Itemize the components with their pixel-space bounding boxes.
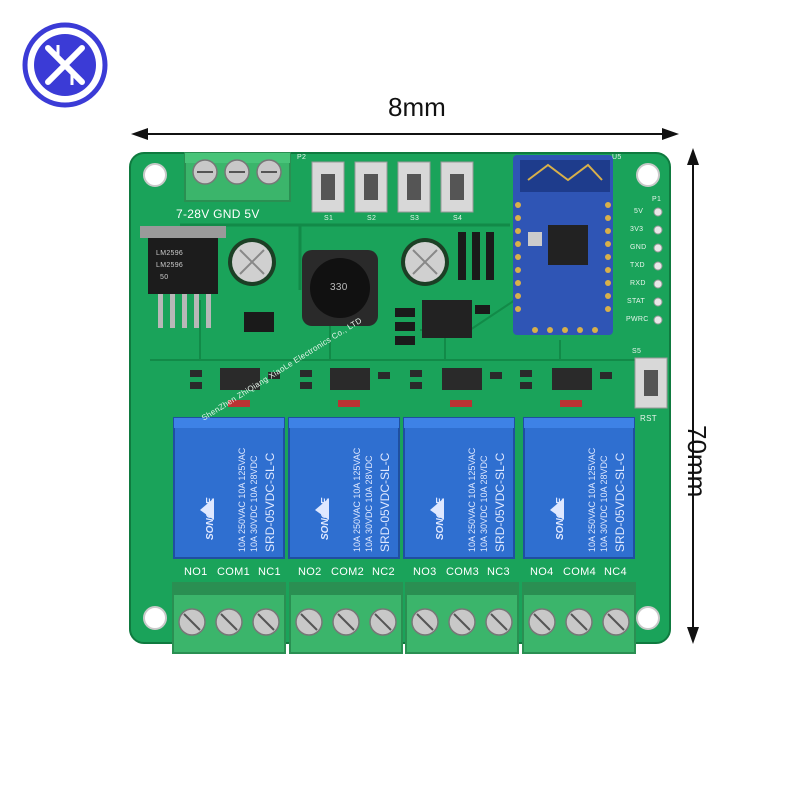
pin-label-3v3: 3V3 bbox=[630, 226, 644, 233]
switch-ref-1: S1 bbox=[324, 215, 334, 222]
relay-1 bbox=[173, 417, 285, 559]
relay-2 bbox=[288, 417, 400, 559]
pin-label-txd: TXD bbox=[630, 262, 645, 269]
relay-1-model: SRD-05VDC-SL-C bbox=[263, 452, 277, 552]
regulator-marking-2: LM2596 bbox=[156, 262, 184, 269]
switch-ref-4: S4 bbox=[453, 215, 463, 222]
store-logo bbox=[22, 22, 108, 108]
pin-label-pwrc: PWRC bbox=[626, 316, 649, 323]
relay-3-model: SRD-05VDC-SL-C bbox=[493, 452, 507, 552]
relay-3-rating1: 10A 250VAC 10A 125VAC bbox=[467, 447, 477, 552]
pin-header-ref: P1 bbox=[652, 196, 662, 203]
power-terminal-label: 7-28V GND 5V bbox=[176, 207, 260, 221]
pin-header bbox=[653, 207, 663, 325]
relay-driver-components bbox=[190, 368, 612, 407]
regulator-marking-3: 50 bbox=[160, 274, 169, 281]
pin-label-5v: 5V bbox=[634, 208, 644, 215]
power-terminal-block bbox=[184, 152, 291, 202]
relay-2-model: SRD-05VDC-SL-C bbox=[378, 452, 392, 552]
inductor bbox=[302, 250, 378, 326]
relay-1-brand: SONGLE bbox=[205, 497, 216, 540]
height-dimension-arrow bbox=[687, 148, 699, 644]
module-ref: U5 bbox=[612, 154, 622, 161]
pin-label-gnd: GND bbox=[630, 244, 647, 251]
smd-components bbox=[244, 232, 494, 345]
relay-3-brand: SONGLE bbox=[435, 497, 446, 540]
relay-4-model: SRD-05VDC-SL-C bbox=[613, 452, 627, 552]
terminal-label-com3: COM3 bbox=[446, 566, 479, 578]
relay-2-rating2: 10A 30VDC 10A 28VDC bbox=[364, 455, 374, 552]
power-header-ref: P2 bbox=[297, 154, 307, 161]
terminal-label-no1: NO1 bbox=[184, 566, 208, 578]
relays bbox=[173, 417, 635, 559]
relay-4 bbox=[523, 417, 635, 559]
relay-3-rating2: 10A 30VDC 10A 28VDC bbox=[479, 455, 489, 552]
relay-2-brand: SONGLE bbox=[320, 497, 331, 540]
inductor-marking: 330 bbox=[330, 282, 348, 293]
tactile-switches bbox=[311, 161, 474, 213]
relay-4-brand: SONGLE bbox=[555, 497, 566, 540]
height-label: 70mm bbox=[682, 425, 712, 498]
terminal-label-com4: COM4 bbox=[563, 566, 596, 578]
terminal-label-nc1: NC1 bbox=[258, 566, 281, 578]
terminal-label-nc2: NC2 bbox=[372, 566, 395, 578]
pin-label-stat: STAT bbox=[627, 298, 646, 305]
terminal-label-com2: COM2 bbox=[331, 566, 364, 578]
terminal-label-no4: NO4 bbox=[530, 566, 554, 578]
output-terminal-blocks bbox=[172, 582, 636, 654]
terminal-label-no2: NO2 bbox=[298, 566, 322, 578]
relay-1-rating2: 10A 30VDC 10A 28VDC bbox=[249, 455, 259, 552]
reset-switch-ref: S5 bbox=[632, 348, 642, 355]
bluetooth-module bbox=[513, 155, 613, 335]
mounting-holes bbox=[143, 163, 660, 630]
songle-logo-marks bbox=[200, 498, 564, 520]
terminal-label-com1: COM1 bbox=[217, 566, 250, 578]
switch-ref-3: S3 bbox=[410, 215, 420, 222]
terminal-label-nc3: NC3 bbox=[487, 566, 510, 578]
regulator-marking-1: LM2596 bbox=[156, 250, 184, 257]
reset-switch bbox=[634, 357, 668, 409]
voltage-regulator bbox=[140, 226, 226, 328]
electrolytic-capacitors bbox=[228, 238, 449, 286]
terminal-label-nc4: NC4 bbox=[604, 566, 627, 578]
switch-ref-2: S2 bbox=[367, 215, 377, 222]
width-dimension-arrow bbox=[131, 128, 679, 140]
relay-1-rating1: 10A 250VAC 10A 125VAC bbox=[237, 447, 247, 552]
relay-3 bbox=[403, 417, 515, 559]
relay-2-rating1: 10A 250VAC 10A 125VAC bbox=[352, 447, 362, 552]
terminal-label-no3: NO3 bbox=[413, 566, 437, 578]
pin-label-rxd: RXD bbox=[630, 280, 646, 287]
reset-switch-label: RST bbox=[640, 414, 657, 423]
relay-4-rating1: 10A 250VAC 10A 125VAC bbox=[587, 447, 597, 552]
width-label: 8mm bbox=[388, 92, 446, 122]
relay-4-rating2: 10A 30VDC 10A 28VDC bbox=[599, 455, 609, 552]
